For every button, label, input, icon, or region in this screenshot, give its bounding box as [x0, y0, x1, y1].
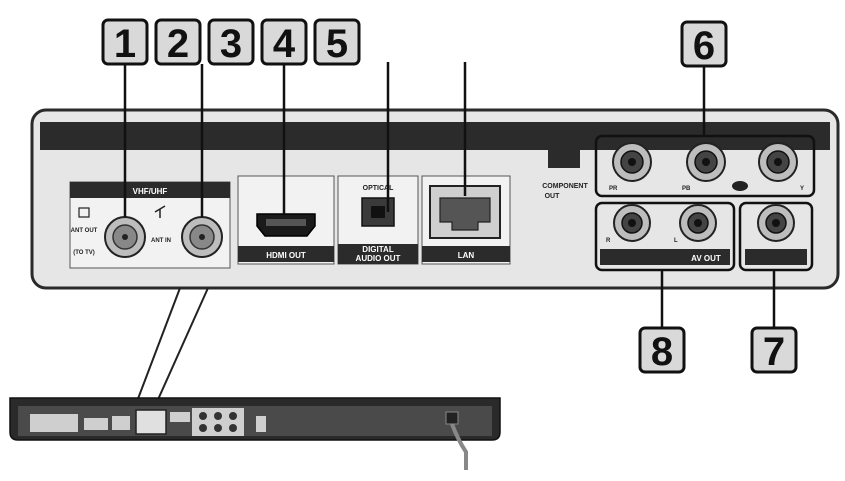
callout-6: 6 [680, 20, 728, 68]
component-out-group: PR PB Y [594, 134, 816, 198]
component-jack-pb [686, 142, 726, 182]
ant-out-label: ANT OUT [71, 228, 98, 234]
hdmi-section: HDMI OUT [237, 175, 335, 265]
pr-label: PR [609, 186, 618, 192]
callout-5-label: 5 [326, 22, 348, 66]
panel-top-band [40, 122, 830, 168]
power-cord [450, 423, 468, 470]
callout-4: 4 [260, 18, 308, 66]
callout-1: 1 [101, 18, 149, 66]
optical-section: OPTICAL DIGITAL AUDIO OUT [337, 175, 419, 265]
av-jack-l [679, 204, 717, 242]
callout-5: 5 [313, 18, 361, 66]
leader-lines [123, 62, 776, 328]
component-jack-y [758, 142, 798, 182]
l-label: L [674, 238, 678, 244]
av-out-group: R L AV OUT [594, 201, 736, 272]
hdmi-out-label: HDMI OUT [266, 251, 306, 260]
av-out-label: AV OUT [691, 254, 721, 263]
ant-out-sub-label: (TO TV) [73, 250, 95, 256]
component-out-label: COMPONENT OUT [542, 183, 588, 200]
digital-audio-label-2: AUDIO OUT [356, 254, 401, 263]
antenna-icon [154, 205, 166, 218]
callout-2: 2 [154, 18, 202, 66]
digital-audio-label-1: DIGITAL [362, 245, 394, 254]
optical-label: OPTICAL [363, 185, 394, 192]
component-jack-pr [612, 142, 652, 182]
y-label: Y [800, 186, 804, 192]
vhf-uhf-label: VHF/UHF [133, 187, 168, 196]
callout-7-label: 7 [763, 330, 785, 374]
component-out-label-1: COMPONENT [542, 183, 588, 190]
vhf-uhf-section: VHF/UHF ANT OUT (TO TV) ANT IN [69, 181, 231, 269]
player-unit [9, 397, 501, 470]
video-jack [757, 204, 795, 242]
callout-7: 7 [750, 326, 798, 374]
callout-3-label: 3 [220, 22, 242, 66]
av-jack-r [613, 204, 651, 242]
lan-label: LAN [458, 251, 475, 260]
callout-8: 8 [638, 326, 686, 374]
lan-section: LAN [421, 175, 511, 265]
component-out-label-2: OUT [545, 193, 561, 200]
callout-8-label: 8 [651, 330, 673, 374]
callout-3: 3 [207, 18, 255, 66]
tv-icon [78, 207, 90, 218]
callout-6-label: 6 [693, 24, 715, 68]
zoom-lines [135, 287, 209, 405]
video-jack-group [738, 201, 814, 272]
callout-1-label: 1 [114, 22, 136, 66]
pb-label: PB [682, 186, 691, 192]
callout-4-label: 4 [273, 22, 296, 66]
r-label: R [606, 238, 611, 244]
callout-2-label: 2 [167, 22, 189, 66]
ant-in-label: ANT IN [151, 238, 171, 244]
